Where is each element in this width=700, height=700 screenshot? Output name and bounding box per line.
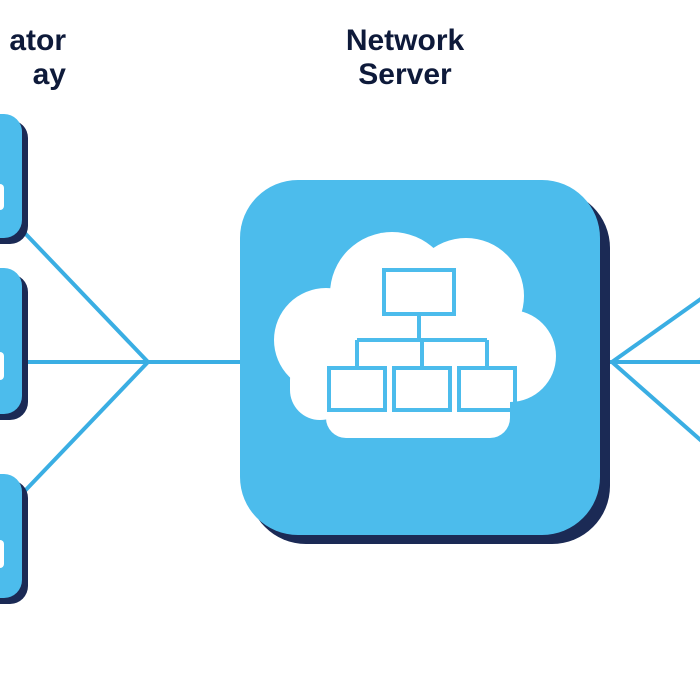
gateway-label-line-1: ator [9, 24, 66, 57]
gateway-tile-icon [0, 184, 4, 210]
hierarchy-box-center [392, 366, 452, 412]
gateway-tile-icon [0, 352, 4, 380]
network-server-label-line-1: Network [345, 24, 465, 57]
hierarchy-box-left [327, 366, 387, 412]
hierarchy-box-right [457, 366, 517, 412]
gateway-label-line-2: ay [32, 58, 66, 91]
gateway-node-bottom [0, 474, 28, 604]
connector-bottom-left [18, 360, 150, 498]
gateway-tile-icon [0, 540, 4, 568]
right-connections [600, 297, 700, 443]
connector-top-left [18, 226, 150, 364]
connector-bottom-right [610, 360, 700, 443]
left-connections [18, 226, 245, 498]
gateway-node-middle [0, 268, 28, 420]
network-server-label: Network Server [305, 24, 505, 92]
network-server-node [240, 180, 610, 544]
connector-top-right [610, 297, 700, 364]
gateway-node-top [0, 114, 28, 244]
network-server-label-line-2: Server [358, 58, 452, 91]
gateway-label: ator ay [0, 24, 66, 92]
cloud-network-icon [274, 232, 556, 438]
